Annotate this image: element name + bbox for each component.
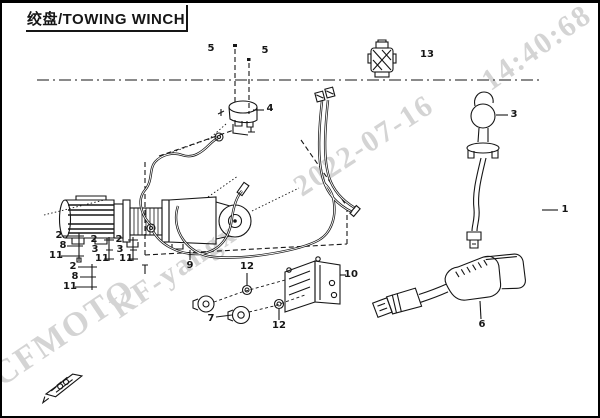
part-number-label: 10 [344,269,358,280]
callout-6-leader [479,300,482,320]
part-number-label: 7 [207,313,215,324]
solenoid-drawing [367,39,397,78]
part-number-label: 9 [186,260,194,271]
part-number-label: 2 [115,234,123,245]
title-divider [186,5,188,31]
part-number-label: 11 [119,253,133,264]
part-number-label: 11 [63,281,77,292]
fastener-symbols [61,233,148,290]
part-number-label: 12 [272,320,286,331]
part-number-label: 13 [420,49,434,60]
relay-drawing [217,100,264,136]
part-number-label: 8 [71,271,79,282]
part-number-label: 2 [90,234,98,245]
part-number-label: 1 [561,204,569,215]
hook-cable-drawing [466,91,508,249]
winch-assembly-drawing [58,195,252,250]
part-number-label: 4 [266,103,274,114]
part-number-label: 3 [116,244,124,255]
warning-label-drawing [41,373,84,405]
wiring-harness-drawing [43,86,361,260]
exploded-diagram-drawing [37,39,558,405]
roller-drawing [192,295,251,325]
page-title: 绞盘/TOWING WINCH [26,8,189,32]
part-number-label: 5 [261,45,269,56]
title-bar: 绞盘/TOWING WINCH [2,3,598,33]
part-number-label: 5 [207,43,215,54]
part-number-label: 8 [59,240,67,251]
part-number-label: 3 [510,109,518,120]
part-number-label: 2 [55,230,63,241]
part-number-label: 3 [91,244,99,255]
remote-control-drawing [371,253,526,319]
part-number-label: 11 [49,250,63,261]
part-number-label: 12 [240,261,254,272]
nut-drawing [213,273,306,320]
part-number-label: 6 [478,319,486,330]
callout-5-leaders [233,44,251,114]
fairlead-bracket-drawing [284,256,346,313]
part-number-label: 11 [95,253,109,264]
part-number-label: 2 [69,261,77,272]
